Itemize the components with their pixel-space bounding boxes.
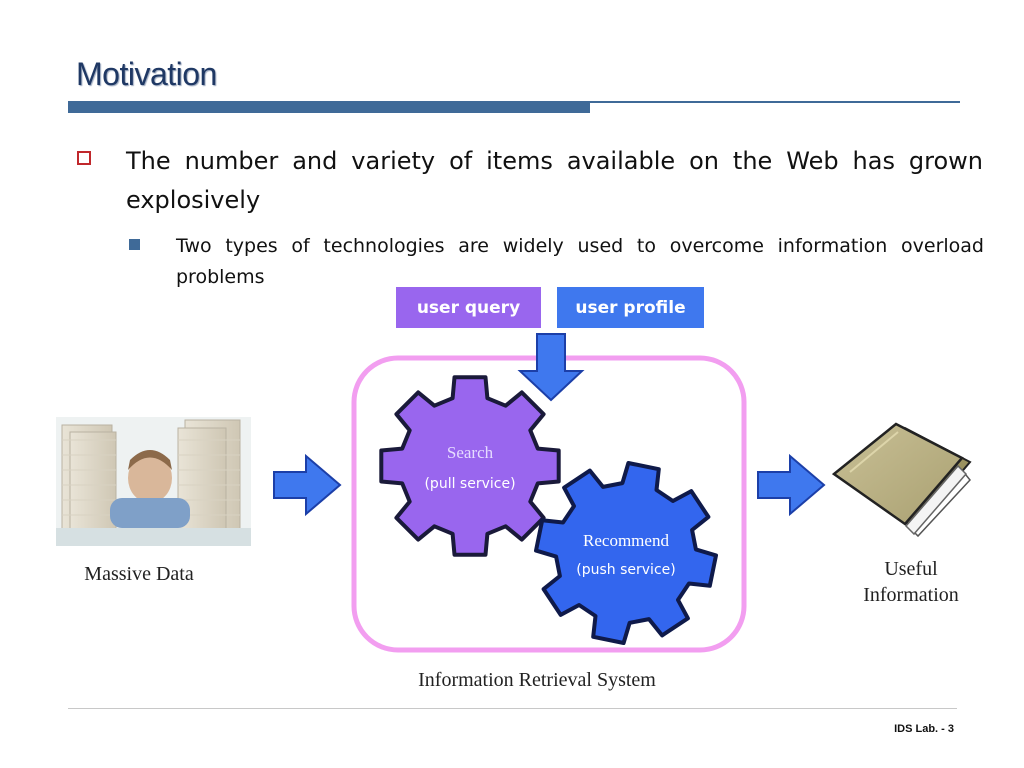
recommend-label: Recommend [583,531,669,550]
folder-icon [831,422,972,538]
search-sub-label: (pull service) [424,476,515,492]
slide-title: Motivation [76,56,217,92]
title-underline-thin [590,101,960,103]
page-number: IDS Lab. - 3 [894,723,954,735]
search-gear-icon [379,375,561,557]
bullet-square-icon [77,151,91,165]
useful-information-line-1: Useful [884,558,938,580]
search-label: Search [447,443,494,462]
arrow-right-icon [273,453,342,517]
system-caption: Information Retrieval System [418,669,656,691]
massive-data-image [56,417,251,546]
title-underline-thick [68,101,590,113]
arrow-down-icon [517,333,585,402]
recommend-gear-icon [534,461,718,645]
sub-bullet-square-icon [129,239,140,250]
user-profile-chip: user profile [557,287,704,328]
user-query-chip: user query [396,287,541,328]
recommend-sub-label: (push service) [576,562,675,578]
arrow-right-icon [757,453,826,517]
footer-divider [68,708,957,709]
massive-data-caption: Massive Data [84,563,194,585]
bullet-1-text: The number and variety of items availabl… [126,147,983,214]
useful-information-line-2: Information [863,584,959,606]
bullet-2-text: Two types of technologies are widely use… [176,235,984,288]
useful-information-caption: Useful Information [840,556,982,608]
